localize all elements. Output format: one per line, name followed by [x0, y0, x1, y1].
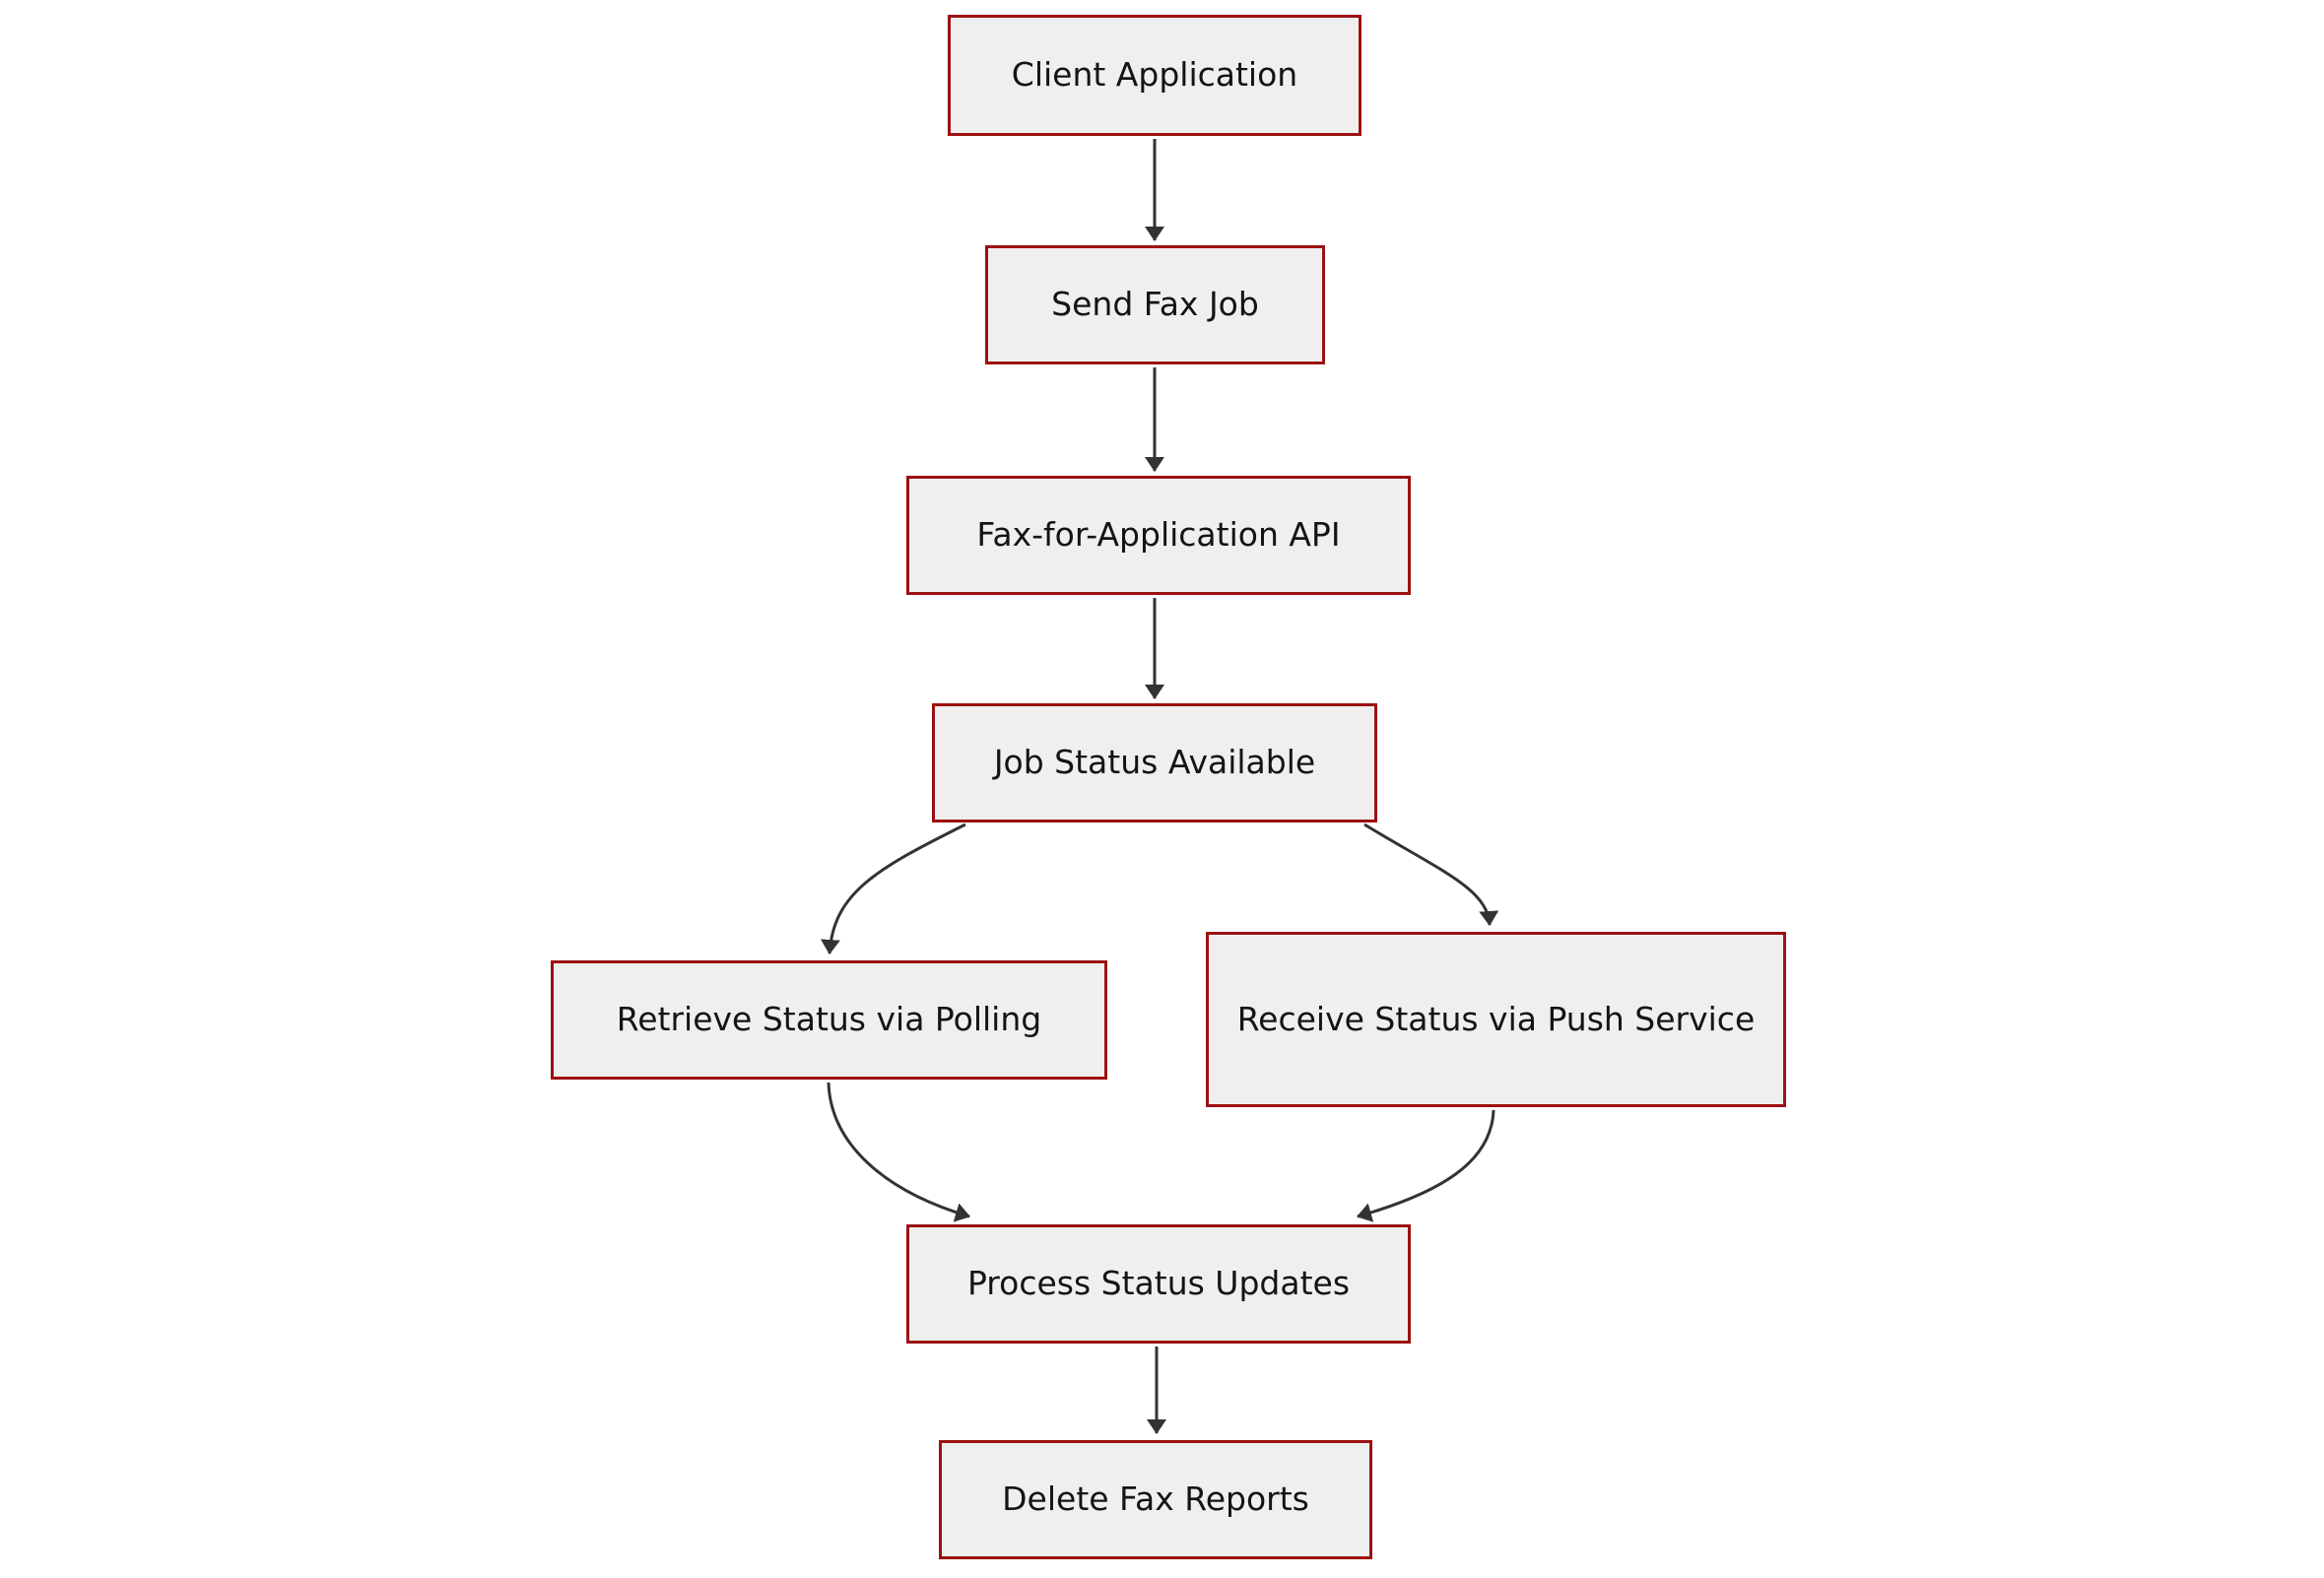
node-fax-for-application-api-label: Fax-for-Application API — [976, 515, 1341, 555]
node-delete-fax-reports: Delete Fax Reports — [939, 1440, 1372, 1559]
edge-job-status-available-to-receive-status-via-push-service — [1363, 822, 1499, 926]
node-delete-fax-reports-label: Delete Fax Reports — [1002, 1479, 1309, 1519]
node-process-status-updates: Process Status Updates — [906, 1224, 1411, 1344]
edge-job-status-available-to-retrieve-status-via-polling — [820, 822, 966, 954]
node-receive-status-via-push-service-label: Receive Status via Push Service — [1236, 999, 1756, 1038]
node-send-fax-job: Send Fax Job — [985, 245, 1325, 364]
node-job-status-available-label: Job Status Available — [993, 743, 1316, 782]
edge-retrieve-status-via-polling-to-process-status-updates — [827, 1082, 970, 1222]
edge-receive-status-via-push-service-to-process-status-updates — [1357, 1109, 1495, 1222]
node-send-fax-job-label: Send Fax Job — [1051, 285, 1259, 324]
node-process-status-updates-label: Process Status Updates — [966, 1264, 1351, 1303]
node-retrieve-status-via-polling-label: Retrieve Status via Polling — [616, 1000, 1042, 1039]
node-job-status-available: Job Status Available — [932, 703, 1377, 822]
node-retrieve-status-via-polling: Retrieve Status via Polling — [551, 960, 1107, 1080]
node-receive-status-via-push-service: Receive Status via Push Service — [1206, 932, 1786, 1107]
node-client-application: Client Application — [948, 15, 1361, 136]
node-fax-for-application-api: Fax-for-Application API — [906, 476, 1411, 595]
node-client-application-label: Client Application — [1011, 55, 1298, 95]
